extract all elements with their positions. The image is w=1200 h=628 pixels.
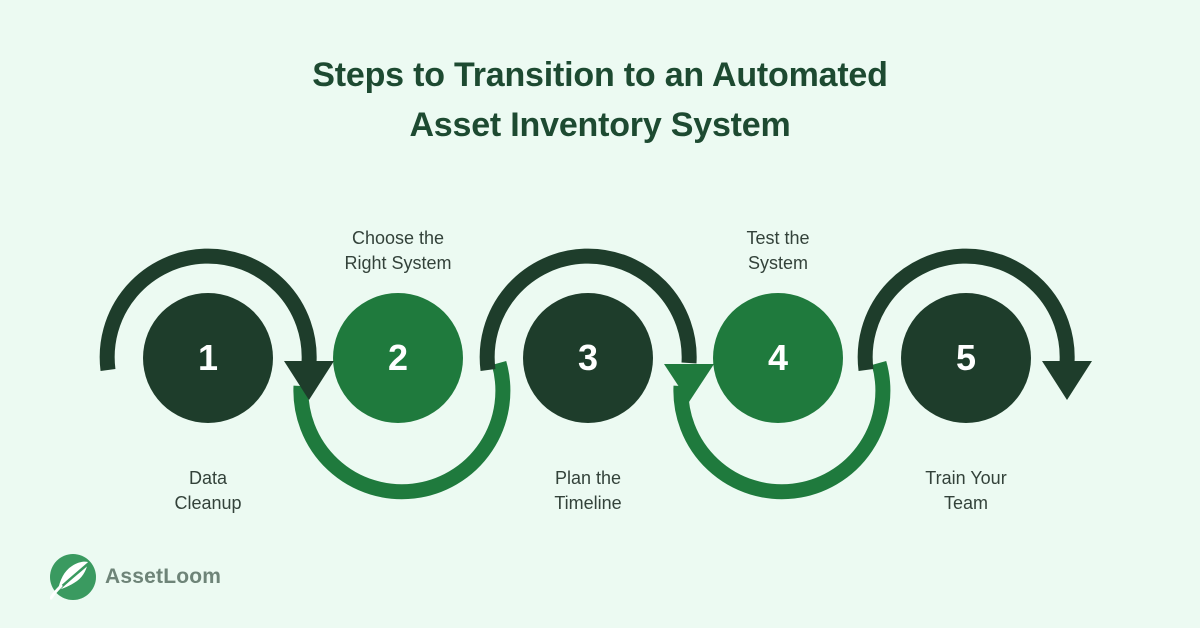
step-3-label: Plan the Timeline — [554, 468, 622, 513]
step-1-label: Data Cleanup — [174, 468, 242, 513]
step-1-number: 1 — [197, 337, 219, 378]
arrow-down-icon-after-step-3 — [664, 364, 714, 402]
connector-arc-over-step-1 — [99, 248, 317, 371]
connector-arc-over-step-3 — [479, 248, 697, 371]
step-5-label: Train Your Team — [925, 468, 1007, 513]
step-4-number: 4 — [767, 337, 789, 378]
step-5-number: 5 — [955, 337, 977, 378]
brand-name: AssetLoom — [105, 565, 222, 588]
step-4-circle — [713, 293, 843, 423]
connector-arc-over-step-5 — [857, 248, 1075, 371]
brand-logo: AssetLoom — [50, 554, 221, 600]
connector-arc-under-step-4 — [673, 360, 891, 500]
step-3-circle — [523, 293, 653, 423]
page-title-line2: Asset Inventory System — [409, 106, 791, 144]
step-2-label: Choose the Right System — [344, 228, 452, 273]
arrow-down-icon-after-step-5 — [1042, 361, 1092, 400]
step-5-circle — [901, 293, 1031, 423]
arrow-down-icon-after-step-1 — [284, 361, 334, 400]
step-1-circle — [143, 293, 273, 423]
step-4-label: Test the System — [746, 228, 810, 273]
step-2-number: 2 — [387, 337, 409, 378]
connector-arc-under-step-2 — [293, 360, 511, 500]
page-title-line1: Steps to Transition to an Automated — [312, 56, 888, 94]
step-3-number: 3 — [577, 337, 599, 378]
leaf-icon — [50, 554, 96, 600]
step-2-circle — [333, 293, 463, 423]
